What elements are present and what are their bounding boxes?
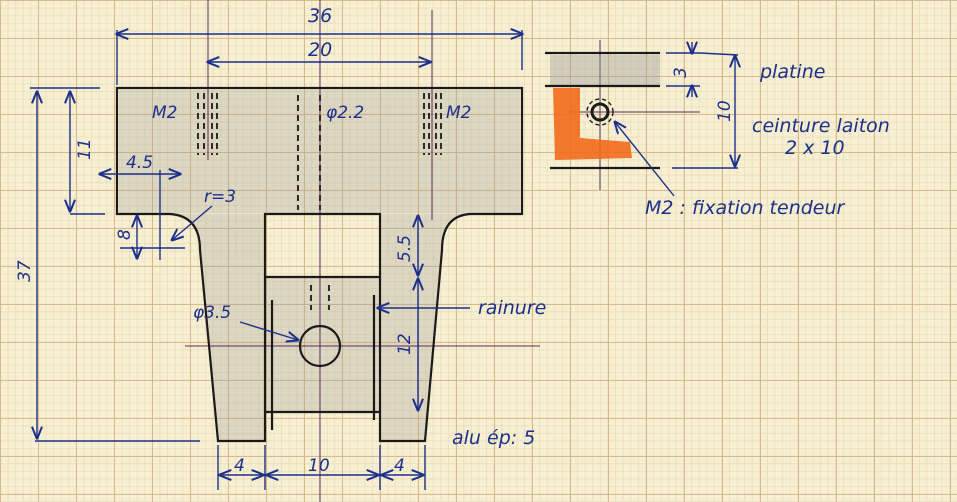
- dim-hole-spacing: 20: [308, 39, 332, 61]
- fillet-radius-label: r=3: [204, 187, 236, 207]
- dim-leg-left: 4: [234, 456, 245, 476]
- material-note: alu ép: 5: [452, 427, 535, 449]
- dim-fillet-height: 8: [115, 229, 135, 240]
- thread-left-label: M2: [152, 103, 177, 123]
- thread-right-label: M2: [446, 103, 471, 123]
- part-outline: [115, 86, 524, 443]
- dim-slot-width: 10: [308, 456, 330, 476]
- dim-leg-right: 4: [394, 456, 405, 476]
- dim-offset: 4.5: [126, 153, 153, 173]
- belt-size: 2 x 10: [785, 137, 845, 159]
- brass-belt: [553, 88, 632, 160]
- screw-icon: [590, 102, 610, 122]
- side-view: [545, 42, 738, 197]
- center-lines: [185, 0, 700, 502]
- fixing-note: M2 : fixation tendeur: [645, 197, 846, 219]
- dim-slot-top: 5.5: [395, 235, 415, 262]
- dim-belt: 10: [715, 100, 735, 122]
- center-hole: [298, 324, 342, 368]
- belt-label: ceinture laiton: [752, 115, 890, 137]
- groove-label: rainure: [478, 297, 546, 319]
- plate-label: platine: [759, 61, 825, 83]
- dim-overall-width: 36: [308, 5, 332, 27]
- dim-total-height: 37: [15, 260, 35, 282]
- dim-slot-block: 12: [395, 333, 415, 355]
- dim-top-height: 11: [75, 138, 95, 160]
- dim-plate: 3: [671, 67, 691, 78]
- dimension-lines: [30, 30, 522, 490]
- hole-diameter-label: φ3.5: [193, 303, 231, 323]
- side-view-labels: platine 3 10 ceinture laiton 2 x 10 M2 :…: [645, 61, 890, 219]
- center-hole-label: φ2.2: [326, 103, 364, 123]
- main-view-labels: 36 20 M2 M2 φ2.2 11 4.5 r=3 8 37 5.5 12 …: [15, 5, 546, 476]
